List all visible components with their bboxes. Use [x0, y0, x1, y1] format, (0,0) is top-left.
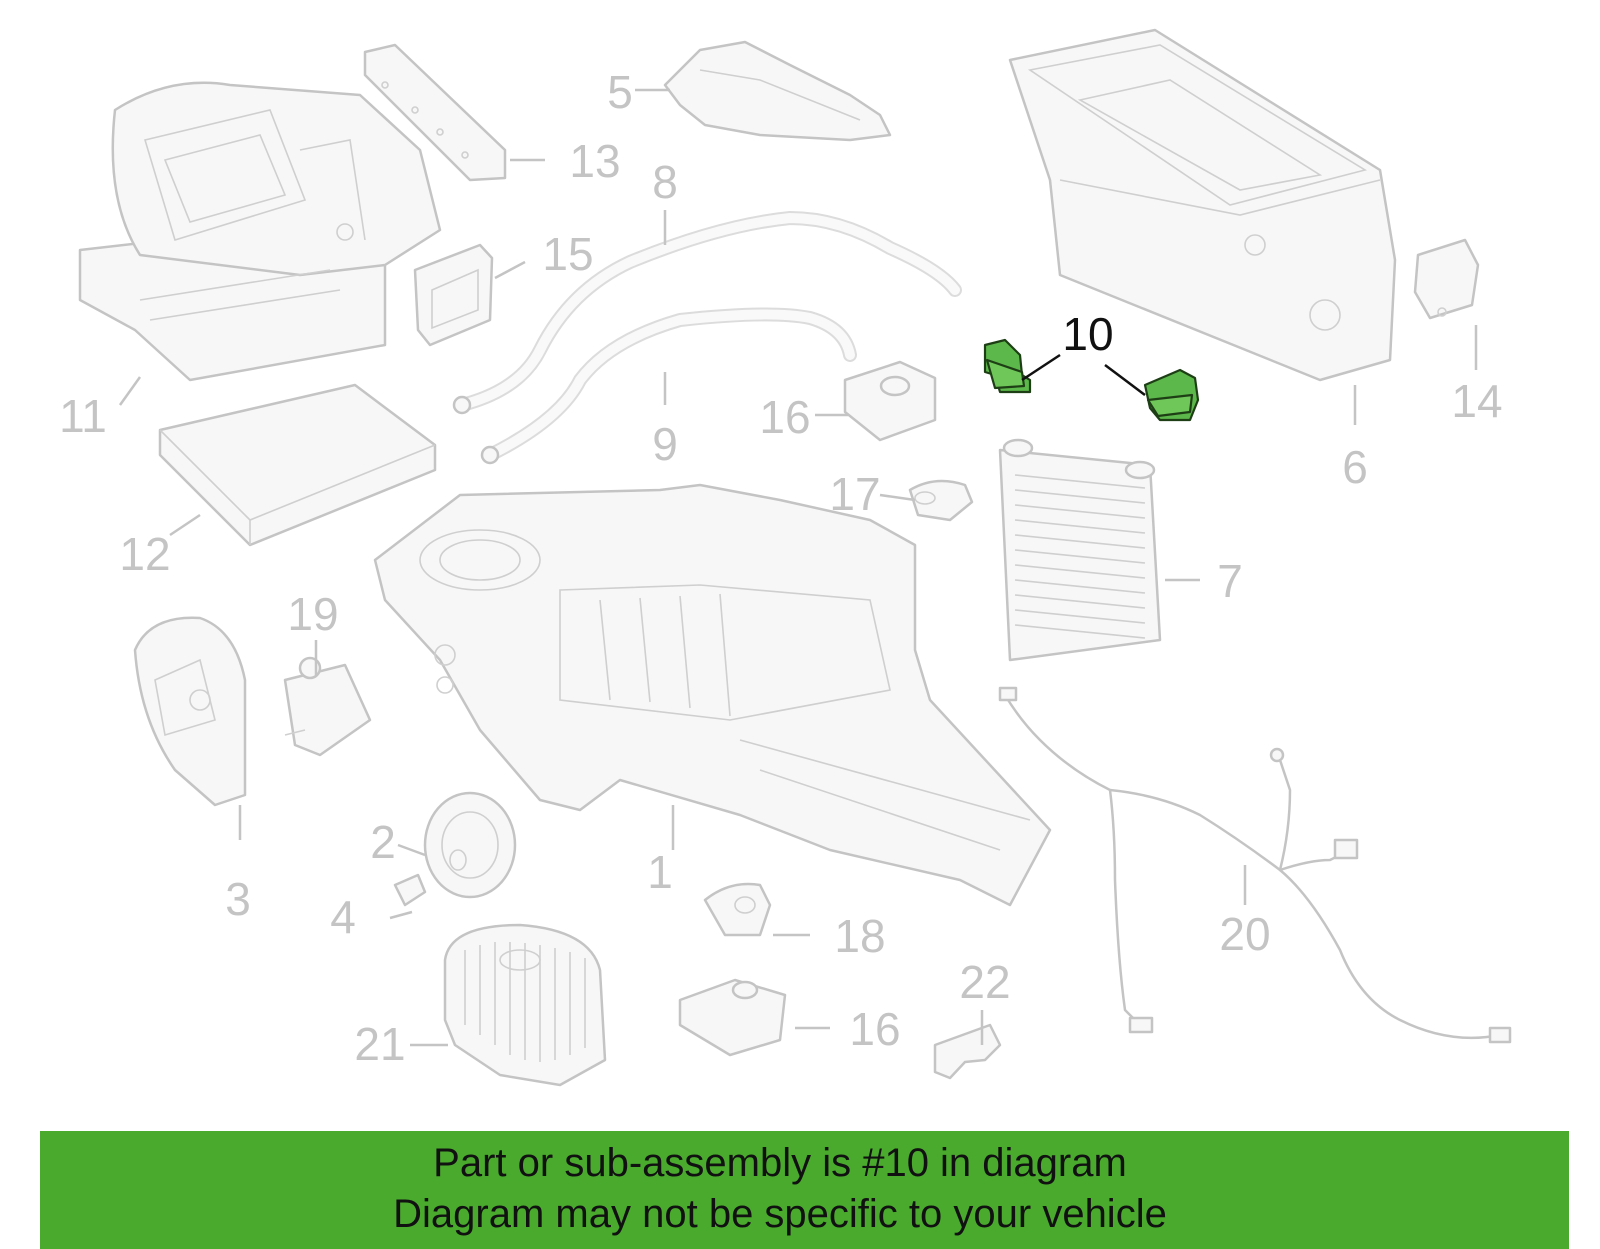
- part-11-hvac-case: [78, 81, 442, 382]
- part-20-wiring-harness: [998, 686, 1512, 1044]
- part-16-actuator-upper: [843, 360, 937, 442]
- part-9-hose: [480, 307, 857, 465]
- part-1-hvac-housing: [373, 483, 1052, 907]
- callout-21: 21: [354, 1018, 405, 1070]
- info-banner: Part or sub-assembly is #10 in diagram D…: [40, 1131, 1569, 1249]
- callout-22: 22: [959, 956, 1010, 1008]
- callout-4: 4: [330, 891, 356, 943]
- part-7-heater-core: [998, 438, 1162, 662]
- part-19-valve: [283, 656, 372, 757]
- callout-6: 6: [1342, 441, 1368, 493]
- part-5-duct: [663, 40, 892, 142]
- callout-9: 9: [652, 418, 678, 470]
- part-16-actuator-lower: [678, 978, 787, 1057]
- callout-14: 14: [1451, 375, 1502, 427]
- leader-12: [169, 513, 201, 537]
- part-2-blower-housing: [423, 791, 517, 899]
- leader-10-left: [1021, 353, 1061, 382]
- leader-15: [494, 260, 526, 280]
- leader-11: [118, 376, 142, 406]
- callout-7: 7: [1217, 555, 1243, 607]
- part-13-bracket: [363, 43, 507, 182]
- callout-2: 2: [370, 816, 396, 868]
- callout-17: 17: [829, 468, 880, 520]
- leader-10-right: [1104, 364, 1146, 396]
- callout-19: 19: [287, 588, 338, 640]
- part-22-sensor: [933, 1023, 1002, 1080]
- callout-12: 12: [119, 528, 170, 580]
- callout-13: 13: [569, 135, 620, 187]
- leader-lines: [118, 88, 1478, 1047]
- callout-16-lower: 16: [849, 1003, 900, 1055]
- leader-2: [397, 843, 426, 857]
- callout-labels: 1 2 3 4 5 6 7 8 9 10 11 12 13 14 15 16 1…: [59, 66, 1502, 1070]
- part-12-cabin-filter: [158, 383, 437, 547]
- part-21-blower-motor: [443, 923, 607, 1087]
- callout-3: 3: [225, 873, 251, 925]
- callout-15: 15: [542, 228, 593, 280]
- part-3-cover: [133, 616, 247, 807]
- banner-line-disclaimer: Diagram may not be specific to your vehi…: [393, 1192, 1167, 1236]
- part-14-sensor: [1413, 238, 1480, 320]
- callout-16-upper: 16: [759, 391, 810, 443]
- callout-1: 1: [647, 846, 673, 898]
- callout-18: 18: [834, 910, 885, 962]
- part-15-actuator: [413, 243, 494, 347]
- part-6-hvac-upper: [1008, 28, 1397, 382]
- callout-10: 10: [1062, 308, 1113, 360]
- banner-line-part: Part or sub-assembly is #10 in diagram: [433, 1141, 1127, 1185]
- part-10-clip-right: [1143, 368, 1200, 422]
- callout-20: 20: [1219, 908, 1270, 960]
- part-8-hose: [452, 211, 962, 415]
- callout-11: 11: [59, 390, 107, 442]
- leader-17: [879, 493, 916, 502]
- part-4-resistor: [393, 873, 427, 907]
- callout-5: 5: [607, 66, 633, 118]
- part-17-grommet: [908, 479, 974, 522]
- part-18-grommet: [703, 882, 772, 937]
- leader-4: [389, 910, 413, 920]
- part-10-clip-left: [983, 338, 1032, 394]
- callout-8: 8: [652, 156, 678, 208]
